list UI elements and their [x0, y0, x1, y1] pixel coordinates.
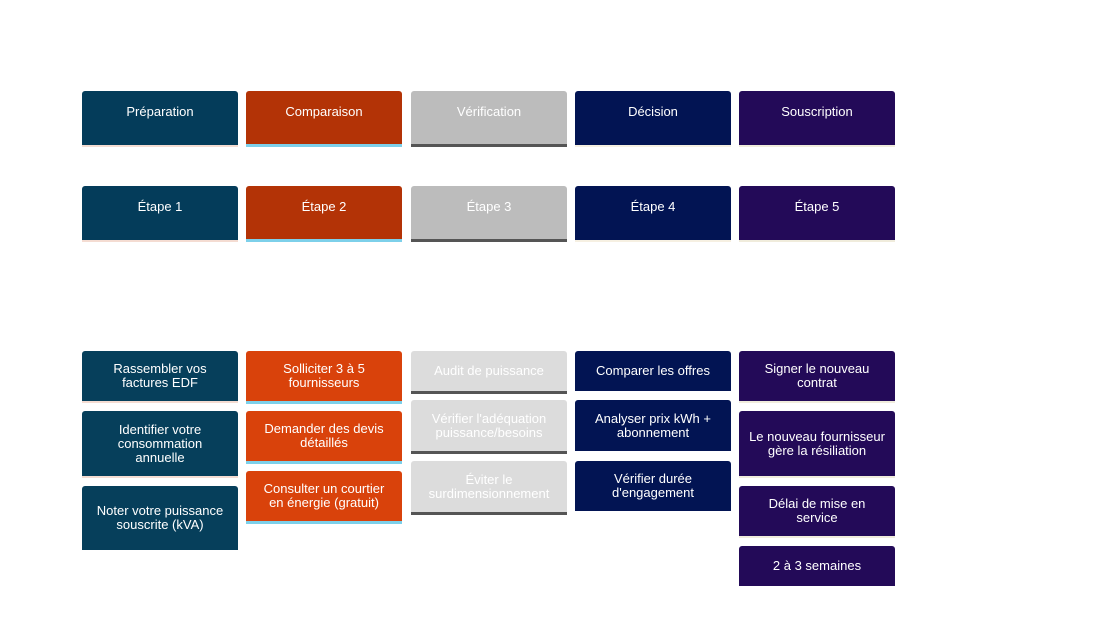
phase-header-verification: Vérification	[411, 91, 567, 147]
task-card: Éviter le surdimensionnement	[411, 461, 567, 515]
step-header-1: Étape 1	[82, 186, 238, 242]
task-label: Identifier votre consommation annuelle	[117, 421, 203, 465]
task-label: Vérifier durée d'engagement	[612, 471, 694, 500]
step-label: Étape 4	[630, 199, 676, 214]
task-card: Délai de mise en service	[739, 486, 895, 538]
task-label: Audit de puissance	[434, 363, 544, 378]
task-card: 2 à 3 semaines	[739, 546, 895, 586]
step-label: Étape 5	[794, 199, 840, 214]
task-card: Solliciter 3 à 5 fournisseurs	[246, 351, 402, 404]
step-label: Étape 2	[301, 199, 347, 214]
task-label: Demander des devis détaillés	[264, 421, 384, 450]
step-header-2: Étape 2	[246, 186, 402, 242]
task-label: Analyser prix kWh + abonnement	[595, 410, 711, 440]
task-label: Solliciter 3 à 5 fournisseurs	[283, 361, 365, 390]
step-header-3: Étape 3	[411, 186, 567, 242]
phase-label: Comparaison	[285, 104, 363, 119]
task-label: Vérifier l'adéquation puissance/besoins	[431, 410, 547, 440]
step-label: Étape 1	[137, 199, 183, 214]
task-label: 2 à 3 semaines	[772, 558, 862, 573]
phase-header-comparaison: Comparaison	[246, 91, 402, 147]
task-card: Demander des devis détaillés	[246, 411, 402, 464]
task-label: Éviter le surdimensionnement	[428, 471, 550, 501]
task-card: Comparer les offres	[575, 351, 731, 391]
step-label: Étape 3	[466, 199, 512, 214]
phase-label: Décision	[628, 104, 678, 119]
step-header-5: Étape 5	[739, 186, 895, 242]
task-label: Comparer les offres	[596, 363, 710, 378]
phase-label: Préparation	[126, 104, 194, 119]
task-card: Vérifier l'adéquation puissance/besoins	[411, 400, 567, 454]
phase-header-preparation: Préparation	[82, 91, 238, 147]
task-card: Noter votre puissance souscrite (kVA)	[82, 486, 238, 550]
task-card: Consulter un courtier en énergie (gratui…	[246, 471, 402, 524]
task-label: Consulter un courtier en énergie (gratui…	[263, 481, 385, 510]
task-card: Identifier votre consommation annuelle	[82, 411, 238, 478]
task-card: Rassembler vos factures EDF	[82, 351, 238, 403]
task-label: Rassembler vos factures EDF	[113, 361, 207, 390]
task-card: Audit de puissance	[411, 351, 567, 394]
step-header-4: Étape 4	[575, 186, 731, 242]
task-card: Vérifier durée d'engagement	[575, 461, 731, 511]
task-card: Analyser prix kWh + abonnement	[575, 400, 731, 451]
task-label: Délai de mise en service	[768, 496, 866, 525]
task-label: Signer le nouveau contrat	[764, 361, 870, 390]
phase-header-souscription: Souscription	[739, 91, 895, 147]
phase-label: Vérification	[456, 104, 522, 119]
task-label: Noter votre puissance souscrite (kVA)	[96, 503, 224, 532]
phase-header-decision: Décision	[575, 91, 731, 147]
phase-label: Souscription	[781, 104, 853, 119]
task-card: Signer le nouveau contrat	[739, 351, 895, 403]
task-card: Le nouveau fournisseur gère la résiliati…	[739, 411, 895, 478]
task-label: Le nouveau fournisseur gère la résiliati…	[749, 428, 885, 458]
